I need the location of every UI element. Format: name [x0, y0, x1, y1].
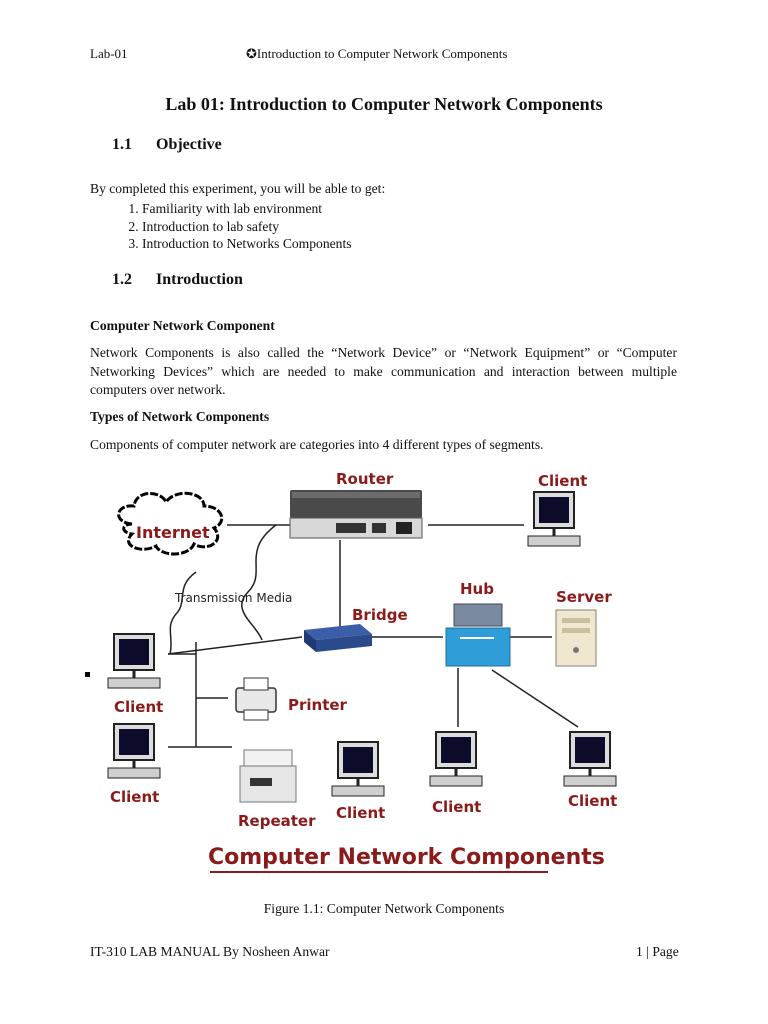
figure-banner-title: Computer Network Components: [208, 845, 605, 870]
label-transmission-media: Transmission Media: [174, 591, 292, 605]
label-internet: Internet: [136, 523, 210, 542]
bridge-icon: [304, 624, 372, 652]
computer-icon: [527, 491, 581, 547]
bullet-mark: [85, 672, 90, 677]
label-bridge: Bridge: [352, 606, 408, 624]
objective-intro: By completed this experiment, you will b…: [90, 181, 386, 196]
section-number: 1.2: [112, 271, 132, 288]
printer-icon: [235, 677, 277, 721]
server-icon: [555, 609, 597, 667]
section-heading-objective: 1.1 Objective: [112, 136, 222, 154]
label-server: Server: [556, 588, 612, 606]
hub-icon: [445, 603, 511, 667]
repeater-icon: [239, 749, 297, 803]
computer-icon: [107, 633, 161, 689]
section-number: 1.1: [112, 136, 132, 153]
label-repeater: Repeater: [238, 812, 316, 830]
section-title: Objective: [156, 136, 222, 153]
internet-cloud-icon: [117, 491, 224, 556]
label-client: Client: [538, 472, 587, 490]
paragraph-network-component: Network Components is also called the “N…: [90, 345, 677, 397]
section-title: Introduction: [156, 271, 243, 288]
label-router: Router: [336, 470, 394, 488]
list-item: Introduction to Networks Components: [142, 235, 352, 253]
label-client: Client: [336, 804, 385, 822]
objective-list: Familiarity with lab environment Introdu…: [90, 200, 352, 253]
computer-icon: [331, 741, 385, 797]
list-item: Introduction to lab safety: [142, 218, 352, 236]
label-client: Client: [114, 698, 163, 716]
connection-lines: [167, 524, 579, 748]
label-printer: Printer: [288, 696, 348, 714]
network-diagram: Internet Router Transmission Media Bridg…: [85, 470, 617, 873]
label-client: Client: [432, 798, 481, 816]
subheading-network-component: Computer Network Component: [90, 318, 275, 333]
list-item: Familiarity with lab environment: [142, 200, 352, 218]
computer-icon: [107, 723, 161, 779]
page-title: Lab 01: Introduction to Computer Network…: [165, 94, 603, 114]
header-lab-number: Lab-01: [90, 46, 128, 61]
router-icon: [289, 490, 423, 539]
subheading-types: Types of Network Components: [90, 409, 270, 424]
label-client: Client: [568, 792, 617, 810]
header-running-title: ✪Introduction to Computer Network Compon…: [246, 46, 508, 61]
paragraph-types: Components of computer network are categ…: [90, 437, 544, 452]
computer-icon: [429, 731, 483, 787]
label-client: Client: [110, 788, 159, 806]
footer-manual-title: IT-310 LAB MANUAL By Nosheen Anwar: [90, 944, 330, 959]
computer-icon: [563, 731, 617, 787]
section-heading-introduction: 1.2 Introduction: [112, 271, 243, 289]
footer-page-number: 1 | Page: [636, 944, 679, 959]
label-hub: Hub: [460, 580, 494, 598]
figure-caption: Figure 1.1: Computer Network Components: [263, 901, 505, 916]
